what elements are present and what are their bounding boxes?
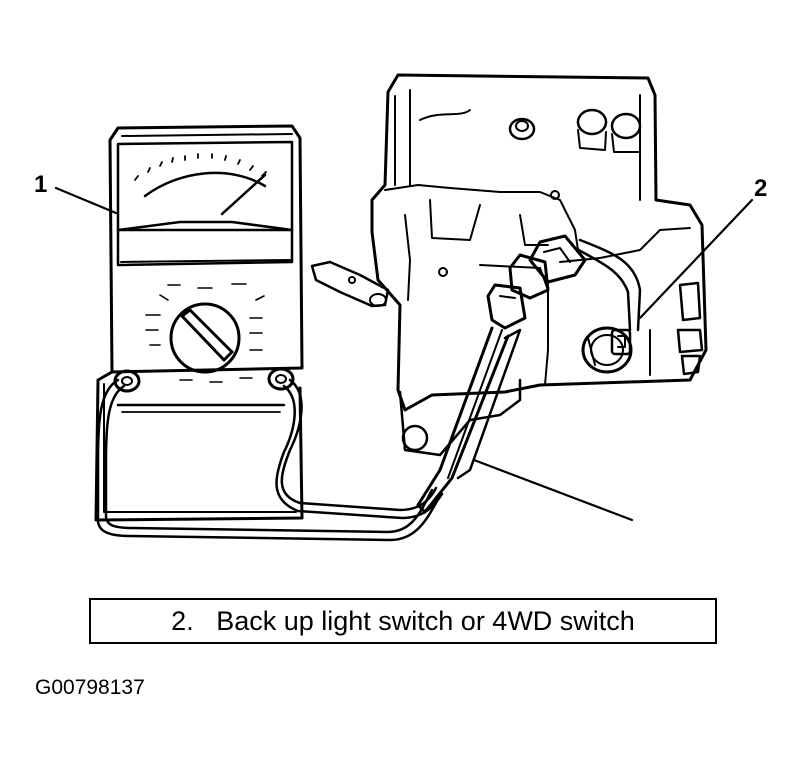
figure-id: G00798137: [35, 676, 145, 699]
legend-box: 2. Back up light switch or 4WD switch: [89, 598, 717, 644]
legend-text: 2. Back up light switch or 4WD switch: [171, 605, 635, 636]
probe-leads: [98, 380, 442, 540]
multimeter: [96, 126, 302, 520]
callout-2-label: 2: [754, 175, 768, 202]
leader-lines: [56, 188, 752, 520]
transmission-housing: [312, 75, 706, 455]
callout-1-label: 1: [34, 171, 48, 198]
switch: [575, 240, 640, 372]
